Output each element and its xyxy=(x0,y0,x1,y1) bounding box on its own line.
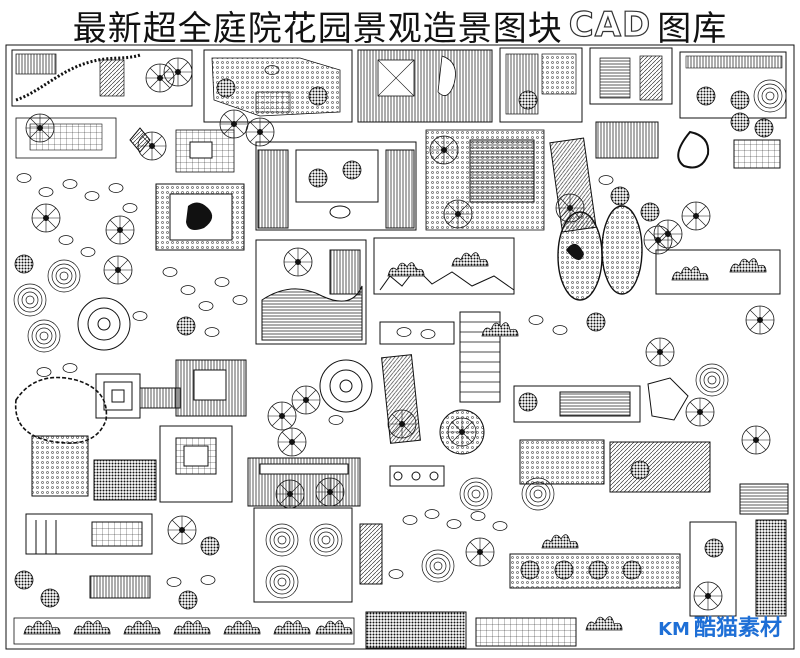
garden-block-pergola xyxy=(589,47,673,105)
garden-block-radial-trees xyxy=(267,359,373,457)
garden-block-fish-stones xyxy=(388,509,508,583)
stepping-stones-left xyxy=(16,173,138,257)
title-cad-label: CAD xyxy=(568,4,652,45)
garden-block-planter-strip xyxy=(509,534,681,589)
garden-block-square-pond xyxy=(155,183,245,251)
garden-block-gravel-court xyxy=(31,425,233,503)
garden-block-vertical-wall xyxy=(689,519,787,617)
garden-block-pavilion xyxy=(175,109,275,173)
garden-block-long-bench xyxy=(25,513,220,599)
garden-block-ring-garden xyxy=(253,507,383,603)
garden-block-winding-path xyxy=(381,354,421,444)
garden-block-mini-plans xyxy=(519,439,789,515)
garden-block-elevations xyxy=(373,237,515,345)
garden-block-wooden-bridge xyxy=(247,457,361,509)
garden-block-square-steps xyxy=(95,359,247,419)
watermark-text: 酷猫素材 xyxy=(693,616,782,641)
ring-circles-left xyxy=(13,254,133,353)
stepping-stones-center xyxy=(162,267,248,337)
garden-block-oval-ponds xyxy=(557,205,643,301)
garden-block-paving-plan xyxy=(203,49,353,123)
circular-path xyxy=(77,297,148,351)
watermark-logo: KM 酷猫素材 xyxy=(658,610,782,642)
garden-block-timber-deck xyxy=(357,49,493,123)
title-chinese-prefix: 最新超全庭院花园景观造景图块 xyxy=(72,8,563,49)
title-chinese-suffix: 图库 xyxy=(657,8,728,49)
page-title: 最新超全庭院花园景观造景图块 CAD 图库 xyxy=(0,4,800,48)
hedge-row-bottom xyxy=(13,611,623,649)
garden-block-fountain-plaza xyxy=(15,113,167,161)
garden-block-steps xyxy=(459,311,519,403)
garden-block-circle-plaza xyxy=(439,409,485,455)
garden-block-stone-garden xyxy=(425,129,545,231)
garden-block-top-right xyxy=(679,51,787,119)
garden-block-right-cluster xyxy=(595,112,781,169)
garden-block-pond-edge xyxy=(14,363,108,444)
garden-block-top-left xyxy=(11,49,193,107)
garden-block-sunken-court xyxy=(255,141,417,231)
watermark-prefix: KM xyxy=(658,619,690,640)
bench-set xyxy=(389,465,493,511)
garden-block-terrace xyxy=(513,377,771,455)
garden-block-courtyard xyxy=(499,47,583,123)
garden-block-lake-plan xyxy=(255,239,367,345)
garden-block-tree-elevation xyxy=(653,201,781,295)
